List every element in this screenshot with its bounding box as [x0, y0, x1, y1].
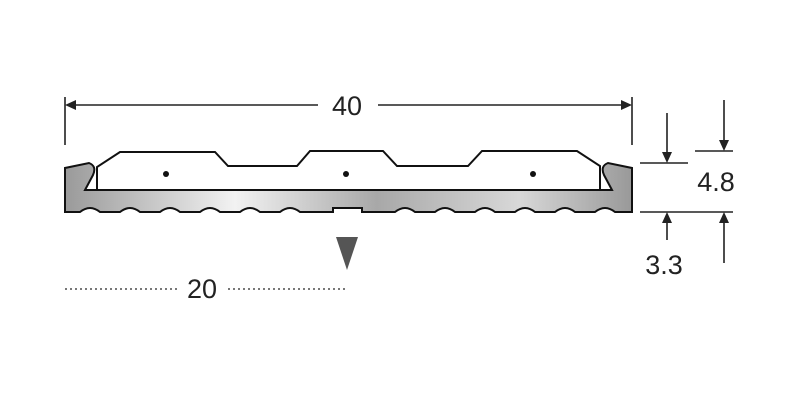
arrowhead-up-icon	[719, 212, 729, 223]
arrowhead-left-icon	[65, 100, 76, 110]
insert-profile	[96, 150, 601, 191]
fixing-hole-icon	[163, 171, 169, 177]
total-height-label: 4.8	[697, 167, 735, 197]
profile-section	[64, 150, 633, 213]
center-marker-icon	[336, 237, 358, 270]
arrowhead-down-icon	[662, 152, 672, 163]
fixing-hole-icon	[530, 171, 536, 177]
half-width-dimension: 20	[65, 274, 345, 304]
arrowhead-right-icon	[621, 100, 632, 110]
height-dimensions: 4.8 3.3	[640, 100, 735, 280]
arrowhead-up-icon	[662, 212, 672, 223]
base-height-label: 3.3	[645, 250, 683, 280]
fixing-hole-icon	[343, 171, 349, 177]
arrowhead-down-icon	[719, 140, 729, 151]
half-width-label: 20	[187, 274, 217, 304]
base-profile	[64, 161, 633, 213]
width-dimension: 40	[64, 91, 633, 145]
width-label: 40	[332, 91, 362, 121]
